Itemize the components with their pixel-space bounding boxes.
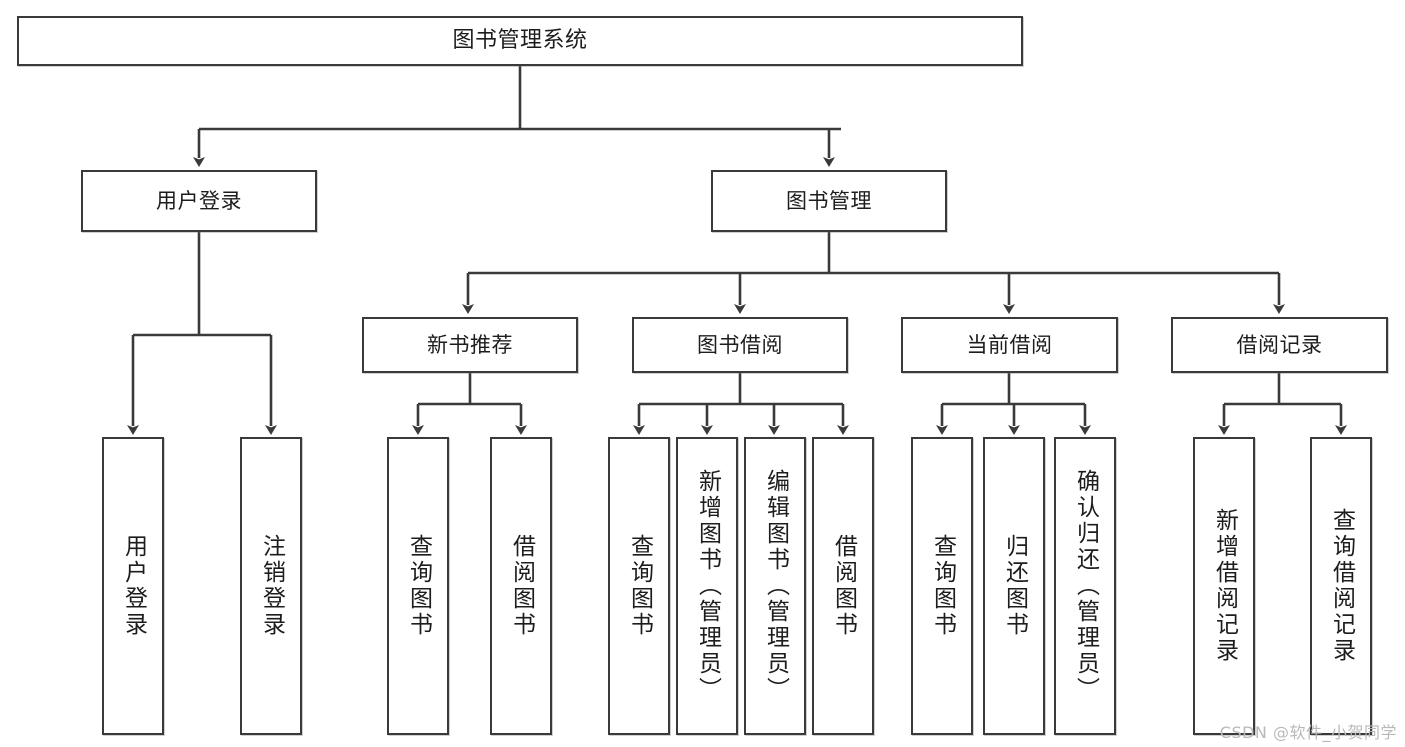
leaf-book-borrow-add-book-admin[interactable]: 新增图书（管理员） bbox=[676, 437, 738, 735]
leaf-user-login-logout[interactable]: 注销登录 bbox=[240, 437, 302, 735]
node-label: 新增借阅记录 bbox=[1211, 508, 1238, 664]
node-label: 用户登录 bbox=[156, 188, 242, 213]
leaf-user-login-login[interactable]: 用户登录 bbox=[102, 437, 164, 735]
leaf-book-borrow-borrow-book[interactable]: 借阅图书 bbox=[812, 437, 874, 735]
node-label: 查询借阅记录 bbox=[1328, 508, 1355, 664]
leaf-borrow-record-query-record[interactable]: 查询借阅记录 bbox=[1310, 437, 1372, 735]
node-label: 当前借阅 bbox=[966, 332, 1053, 357]
node-user-login[interactable]: 用户登录 bbox=[81, 170, 317, 232]
node-label: 借阅图书 bbox=[830, 534, 857, 638]
node-label: 注销登录 bbox=[258, 534, 285, 638]
node-label: 用户登录 bbox=[120, 534, 147, 638]
node-root-book-management-system[interactable]: 图书管理系统 bbox=[17, 16, 1023, 66]
node-label: 编辑图书（管理员） bbox=[762, 469, 789, 703]
node-label: 图书管理 bbox=[786, 188, 872, 213]
node-label: 查询图书 bbox=[405, 534, 432, 638]
node-label: 图书管理系统 bbox=[452, 28, 588, 54]
node-book-borrow[interactable]: 图书借阅 bbox=[632, 317, 848, 373]
node-book-management[interactable]: 图书管理 bbox=[711, 170, 947, 232]
leaf-book-borrow-query-book[interactable]: 查询图书 bbox=[608, 437, 670, 735]
node-current-borrow[interactable]: 当前借阅 bbox=[901, 317, 1118, 373]
node-label: 查询图书 bbox=[626, 534, 653, 638]
leaf-book-borrow-edit-book-admin[interactable]: 编辑图书（管理员） bbox=[744, 437, 806, 735]
leaf-new-book-borrow-book[interactable]: 借阅图书 bbox=[490, 437, 552, 735]
node-label: 借阅记录 bbox=[1236, 332, 1323, 357]
node-borrow-record[interactable]: 借阅记录 bbox=[1171, 317, 1388, 373]
leaf-new-book-query-book[interactable]: 查询图书 bbox=[387, 437, 449, 735]
node-new-book-recommend[interactable]: 新书推荐 bbox=[362, 317, 578, 373]
node-label: 确认归还（管理员） bbox=[1072, 469, 1099, 703]
node-label: 新书推荐 bbox=[427, 332, 513, 357]
node-label: 图书借阅 bbox=[697, 332, 783, 357]
node-label: 借阅图书 bbox=[508, 534, 535, 638]
node-label: 新增图书（管理员） bbox=[694, 469, 721, 703]
node-label: 归还图书 bbox=[1001, 534, 1028, 638]
node-label: 查询图书 bbox=[929, 534, 956, 638]
leaf-current-borrow-return-book[interactable]: 归还图书 bbox=[983, 437, 1045, 735]
leaf-current-borrow-query-book[interactable]: 查询图书 bbox=[911, 437, 973, 735]
csdn-watermark: CSDN @软件_小贺同学 bbox=[1219, 723, 1397, 742]
leaf-current-borrow-confirm-return-admin[interactable]: 确认归还（管理员） bbox=[1054, 437, 1116, 735]
leaf-borrow-record-add-record[interactable]: 新增借阅记录 bbox=[1193, 437, 1255, 735]
